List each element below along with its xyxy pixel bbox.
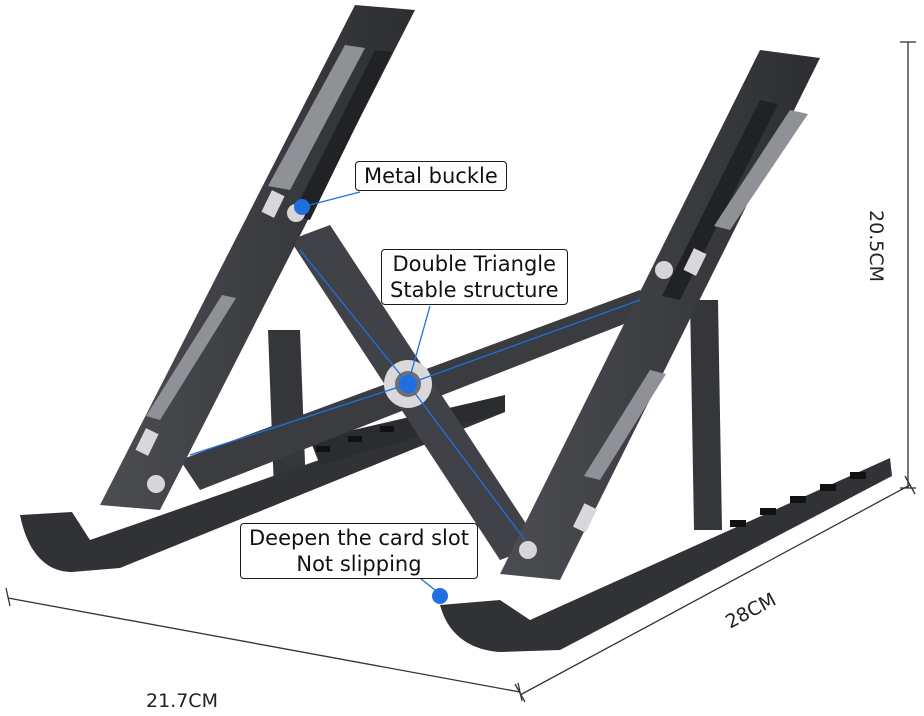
callout-text-line1: Deepen the card slot: [249, 526, 469, 550]
callout-text-line2: Stable structure: [390, 278, 559, 302]
left-arm: [100, 5, 415, 510]
callout-text-line2: Not slipping: [296, 552, 422, 576]
callout-dots: [294, 199, 448, 604]
callout-double-triangle: Double Triangle Stable structure: [381, 249, 568, 305]
height-dimension-label: 20.5CM: [864, 210, 887, 282]
dimension-lines: [5, 41, 916, 703]
right-arm: [500, 50, 820, 580]
callout-text-line1: Double Triangle: [392, 252, 557, 276]
callout-text: Metal buckle: [364, 164, 498, 188]
width-dimension-label: 21.7CM: [146, 690, 218, 712]
right-base: [440, 458, 892, 652]
callout-card-slot: Deepen the card slot Not slipping: [240, 523, 478, 579]
callout-metal-buckle: Metal buckle: [355, 161, 507, 191]
callout-pointers: [189, 191, 641, 595]
left-base: [20, 395, 505, 572]
